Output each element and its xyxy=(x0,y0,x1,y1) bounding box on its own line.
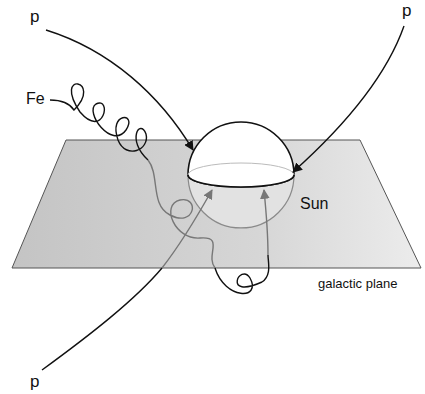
iron-track xyxy=(50,84,148,160)
iron-track-hidden xyxy=(148,160,215,268)
sun-equator-back xyxy=(188,163,294,175)
proton-track xyxy=(46,30,193,150)
iron-track xyxy=(262,255,269,282)
iron-track xyxy=(215,268,262,293)
particle-label: Fe xyxy=(26,91,45,107)
body-label: Sun xyxy=(300,196,328,212)
sun-upper-half xyxy=(188,122,294,187)
particle-label: p xyxy=(402,2,411,19)
proton-track-hidden xyxy=(162,190,212,268)
particle-label: p xyxy=(30,8,39,25)
iron-track-hidden xyxy=(264,190,268,255)
proton-track xyxy=(42,268,162,370)
particle-label: p xyxy=(30,373,39,390)
plane-label: galactic plane xyxy=(318,277,398,290)
proton-track xyxy=(293,26,404,172)
